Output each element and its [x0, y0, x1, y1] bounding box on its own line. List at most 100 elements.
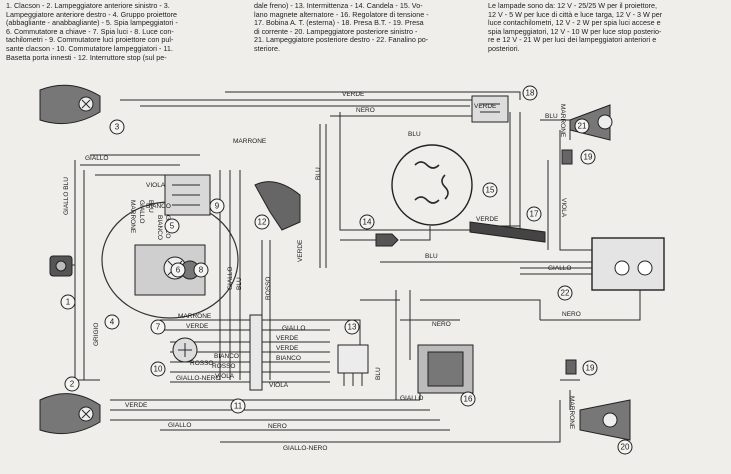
- svg-text:7: 7: [156, 323, 161, 332]
- wire-labels: VERDE NERO VERDE BLU MARRONE MARRONE BLU…: [63, 91, 581, 452]
- callout-2: 2: [64, 376, 80, 392]
- voltage-regulator: [417, 344, 474, 394]
- wire-label: VIOLA: [560, 198, 567, 218]
- svg-text:14: 14: [363, 218, 372, 227]
- callout-19b: 19: [582, 360, 598, 376]
- wire-label: VERDE: [474, 103, 497, 110]
- wire-label: BLU: [408, 131, 421, 138]
- lamp-specs: Le lampade sono da: 12 V - 25/25 W per i…: [488, 1, 728, 54]
- wire-label: VERDE: [125, 402, 148, 409]
- turn-signal-switch: [172, 337, 198, 363]
- horn: [49, 255, 73, 277]
- legend-line: Le lampade sono da: 12 V - 25/25 W per i…: [488, 1, 658, 10]
- wire-label: GIALLO BLU: [63, 177, 70, 215]
- callout-11: 11: [230, 398, 246, 414]
- front-right-flasher: [39, 84, 101, 125]
- svg-text:20: 20: [621, 443, 630, 452]
- callout-8: 8: [193, 262, 209, 278]
- wire-label: ROSSO: [265, 277, 272, 300]
- wire-label: VERDE: [342, 91, 365, 98]
- wire-label: GIALLO: [138, 200, 145, 223]
- callout-17: 17: [526, 206, 542, 222]
- legend-line: 6. Commutatore a chiave - 7. Spia luci -…: [6, 26, 174, 36]
- callout-19a: 19: [580, 149, 596, 165]
- wire-label: NERO: [432, 321, 451, 328]
- callout-9: 9: [209, 198, 225, 214]
- wire-label: VIOLA: [146, 182, 166, 189]
- callout-3: 3: [109, 119, 125, 135]
- svg-text:2: 2: [70, 380, 75, 389]
- wire-label: BIANCO: [156, 215, 163, 240]
- callout-16: 16: [460, 391, 476, 407]
- connector-block: [249, 314, 263, 391]
- callout-12: 12: [254, 214, 270, 230]
- callout-14: 14: [359, 214, 375, 230]
- legend-line: sante clacson - 10. Commutatore lampeggi…: [6, 43, 173, 53]
- callout-22: 22: [557, 285, 573, 301]
- component-callouts: 1 2 3 4 5 6 7 8 9 10 11 12 13 14 15 16 1…: [60, 85, 633, 455]
- wire-label: GIALLO: [168, 422, 191, 429]
- wire-label: ROSSO: [212, 363, 235, 370]
- wire-label: GIALLO: [548, 265, 571, 272]
- svg-text:5: 5: [170, 222, 175, 231]
- legend-line: 1. Clacson - 2. Lampeggiatore anteriore …: [6, 1, 170, 10]
- legend-line: 12 V - 5 W per luce di città e luce targ…: [488, 9, 663, 19]
- lv-socket: [471, 95, 509, 123]
- legend-line: luce contachilometri, 12 V - 2 W per spi…: [488, 18, 661, 28]
- legend-line: 21. Lampeggiatore posteriore destro - 22…: [254, 35, 429, 45]
- wire-label: MARRONE: [178, 313, 212, 320]
- wire-label: BIANCO: [276, 355, 301, 362]
- wire-label: VIOLA: [215, 373, 235, 380]
- wire-label: GIALLO-NERO: [283, 445, 327, 452]
- wire-label: VERDE: [186, 323, 209, 330]
- legend-line: spia lampeggiatori, 12 V - 10 W per luce…: [488, 26, 662, 36]
- power-socket: [561, 149, 573, 165]
- svg-text:4: 4: [110, 318, 115, 327]
- svg-text:19: 19: [584, 153, 593, 162]
- wire-label: GIALLO-NERO: [176, 375, 220, 382]
- wire-label: BIANCO: [146, 203, 171, 210]
- flywheel-magneto: [391, 144, 473, 226]
- power-socket: [565, 359, 577, 375]
- wire-label: VERDE: [476, 216, 499, 223]
- legend-line: steriore.: [254, 43, 280, 53]
- wire-label: BLU: [315, 167, 322, 180]
- light-switch: [164, 174, 211, 216]
- wire-label: ROSSO: [190, 360, 213, 367]
- legend-line: dale freno) - 13. Intermittenza - 14. Ca…: [254, 1, 423, 10]
- legend-line: Lampeggiatore anteriore destro - 4. Grup…: [6, 9, 178, 19]
- legend-line: tachilometri - 9. Commutatore luci proie…: [6, 35, 174, 45]
- legend-line: (abbagliante - anabbagliante) - 5. Spia …: [6, 18, 178, 28]
- wire-label: NERO: [268, 423, 287, 430]
- legend-line: 17. Bobina A. T. (esterna) - 18. Presa B…: [254, 18, 424, 28]
- wire-label: VERDE: [297, 239, 304, 262]
- wire-label: BLU: [147, 200, 154, 213]
- front-left-flasher: [39, 393, 101, 435]
- callout-13: 13: [344, 319, 360, 335]
- svg-text:19: 19: [586, 364, 595, 373]
- callout-21: 21: [574, 118, 590, 134]
- wire-label: BLU: [545, 113, 558, 120]
- svg-text:18: 18: [526, 89, 535, 98]
- wire-label: BLU: [236, 277, 243, 290]
- wire-label: GRIGIO: [93, 323, 100, 346]
- legend-column-2: dale freno) - 13. Intermittenza - 14. Ca…: [254, 1, 484, 54]
- svg-text:12: 12: [258, 218, 267, 227]
- callout-10: 10: [150, 361, 166, 377]
- wire-label: MARRONE: [233, 138, 267, 145]
- svg-text:10: 10: [154, 365, 163, 374]
- wire-label: NERO: [356, 107, 375, 114]
- wire-network: [60, 91, 641, 443]
- stop-switch: [254, 181, 301, 231]
- wire-label: GIALLO: [400, 395, 423, 402]
- wire-label: NERO: [562, 311, 581, 318]
- svg-text:11: 11: [234, 402, 243, 411]
- ht-coil: [469, 221, 546, 243]
- svg-text:13: 13: [348, 323, 357, 332]
- svg-text:21: 21: [578, 122, 587, 131]
- wire-label: GIALLO: [282, 325, 305, 332]
- flasher-unit: [337, 344, 369, 386]
- wire-label: MARRONE: [559, 104, 566, 138]
- wire-label: GIALLO: [85, 155, 108, 162]
